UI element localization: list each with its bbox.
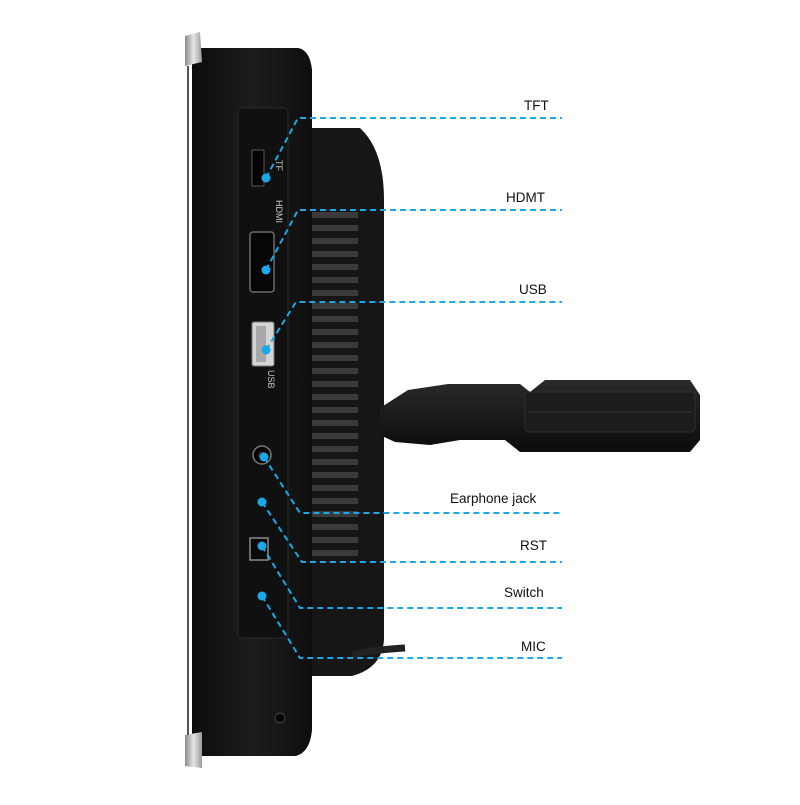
tf-port-marking: TF <box>274 160 284 171</box>
vent-slots <box>310 212 358 556</box>
callout-dot-mic <box>257 591 267 601</box>
vent-slot <box>310 420 358 426</box>
callout-dot-usb <box>261 345 271 355</box>
hdmi-port-marking: HDMI <box>274 200 284 223</box>
callout-dot-rst <box>257 497 267 507</box>
vent-slot <box>310 212 358 218</box>
callout-label-switch: Switch <box>504 585 544 600</box>
vent-slot <box>310 524 358 530</box>
power-cable <box>351 644 406 659</box>
callout-label-usb: USB <box>519 282 547 297</box>
vent-slot <box>310 316 358 322</box>
vent-slot <box>310 446 358 452</box>
vent-slot <box>310 498 358 504</box>
callout-line-hdmt <box>265 209 562 271</box>
callout-label-mic: MIC <box>521 639 546 654</box>
top-silver-corner <box>185 32 202 66</box>
vent-slot <box>310 329 358 335</box>
callout-line-rst <box>261 501 562 563</box>
callout-line-usb <box>265 301 562 351</box>
usb-port-marking: USB <box>266 370 276 389</box>
vent-slot <box>310 238 358 244</box>
callout-line-tft <box>265 117 562 179</box>
vent-slot <box>310 394 358 400</box>
callout-line-earphone <box>263 456 562 514</box>
vent-slot <box>310 368 358 374</box>
vent-slot <box>310 251 358 257</box>
callout-dot-switch <box>257 541 267 551</box>
vent-slot <box>310 537 358 543</box>
vent-slot <box>310 355 358 361</box>
callout-line-mic <box>261 595 562 659</box>
vent-slot <box>310 303 358 309</box>
vent-slot <box>310 550 358 556</box>
vent-slot <box>310 407 358 413</box>
vent-slot <box>310 342 358 348</box>
bottom-screw <box>274 712 286 724</box>
tf-card-slot <box>251 149 265 187</box>
callout-line-switch <box>261 545 562 609</box>
vent-slot <box>310 459 358 465</box>
callout-label-earphone: Earphone jack <box>450 491 537 506</box>
vent-slot <box>310 225 358 231</box>
hdmi-port <box>249 231 275 293</box>
vent-slot <box>310 290 358 296</box>
callout-label-rst: RST <box>520 538 547 553</box>
callout-label-hdmt: HDMT <box>506 190 545 205</box>
callout-dot-earphone <box>259 452 269 462</box>
callout-dot-hdmt <box>261 265 271 275</box>
callout-dot-tft <box>261 173 271 183</box>
bottom-silver-corner <box>185 732 202 768</box>
vent-slot <box>310 485 358 491</box>
vent-slot <box>310 264 358 270</box>
vent-slot <box>310 433 358 439</box>
callout-label-tft: TFT <box>524 98 549 113</box>
vent-slot <box>310 381 358 387</box>
callout-lines <box>257 117 562 659</box>
vent-slot <box>310 277 358 283</box>
vent-slot <box>310 472 358 478</box>
